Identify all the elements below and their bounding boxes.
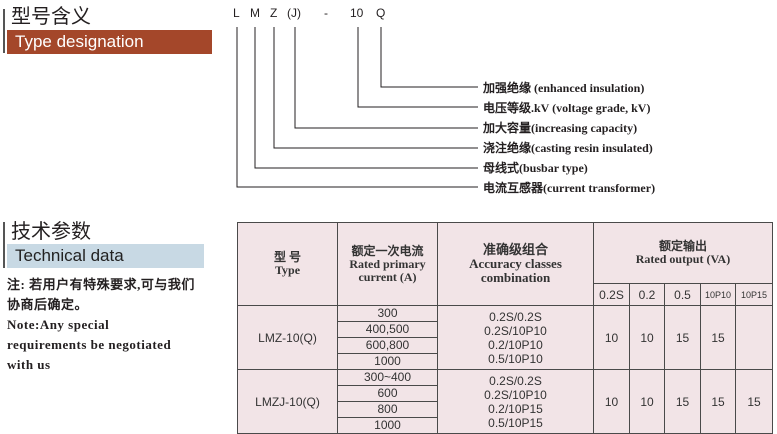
type-designation-title-zh: 型号含义 <box>11 4 91 28</box>
output-col-header: 10P15 <box>735 283 773 306</box>
technical-data-title-en: Technical data <box>7 244 204 268</box>
note-line: 注: 若用户有特殊要求,可与我们 <box>7 277 195 292</box>
legend-item: 加强绝缘 (enhanced insulation) <box>483 81 645 95</box>
note-line: Note:Any special <box>7 317 110 332</box>
code-letter: M <box>250 6 260 20</box>
output-col-header: 0.5 <box>664 283 701 306</box>
output-cell: 15 <box>700 369 736 434</box>
note-line: 协商后确定。 <box>7 297 89 312</box>
type-cell: LMZ-10(Q) <box>237 305 338 370</box>
type-designation-title-en: Type designation <box>7 30 212 54</box>
output-col-header: 0.2 <box>629 283 665 306</box>
output-cell: 15 <box>664 305 701 370</box>
type-cell: LMZJ-10(Q) <box>237 369 338 434</box>
output-cell: 15 <box>735 369 773 434</box>
output-cell: 10 <box>593 305 630 370</box>
output-cell: 15 <box>700 305 736 370</box>
legend-item: 电压等级.kV (voltage grade, kV) <box>483 101 651 115</box>
output-cell <box>735 305 773 370</box>
note-line: requirements be negotiated <box>7 337 172 352</box>
legend-item: 母线式(busbar type) <box>483 161 588 175</box>
output-cell: 10 <box>629 369 665 434</box>
legend-item: 加大容量(increasing capacity) <box>483 121 638 135</box>
section-bar <box>3 9 5 53</box>
output-cell: 15 <box>664 369 701 434</box>
code-letter: - <box>324 6 328 20</box>
code-letter: (J) <box>287 6 301 20</box>
code-letter: 10 <box>350 6 364 20</box>
code-letter: Z <box>270 6 278 20</box>
legend-item: 浇注绝缘(casting resin insulated) <box>483 141 653 155</box>
designation-lines <box>236 27 478 188</box>
output-col-header: 10P10 <box>700 283 736 306</box>
code-letter: L <box>233 6 240 20</box>
code-letter: Q <box>376 6 386 20</box>
note-zh: 注: 若用户有特殊要求,可与我们 协商后确定。 Note:Any special… <box>7 275 195 375</box>
output-cell: 10 <box>629 305 665 370</box>
legend-item: 电流互感器(current transformer) <box>483 181 656 195</box>
technical-data-title-zh: 技术参数 <box>11 219 91 243</box>
output-col-header: 0.2S <box>593 283 630 306</box>
section-bar <box>3 222 5 268</box>
note-line: with us <box>7 357 51 372</box>
output-cell: 10 <box>593 369 630 434</box>
